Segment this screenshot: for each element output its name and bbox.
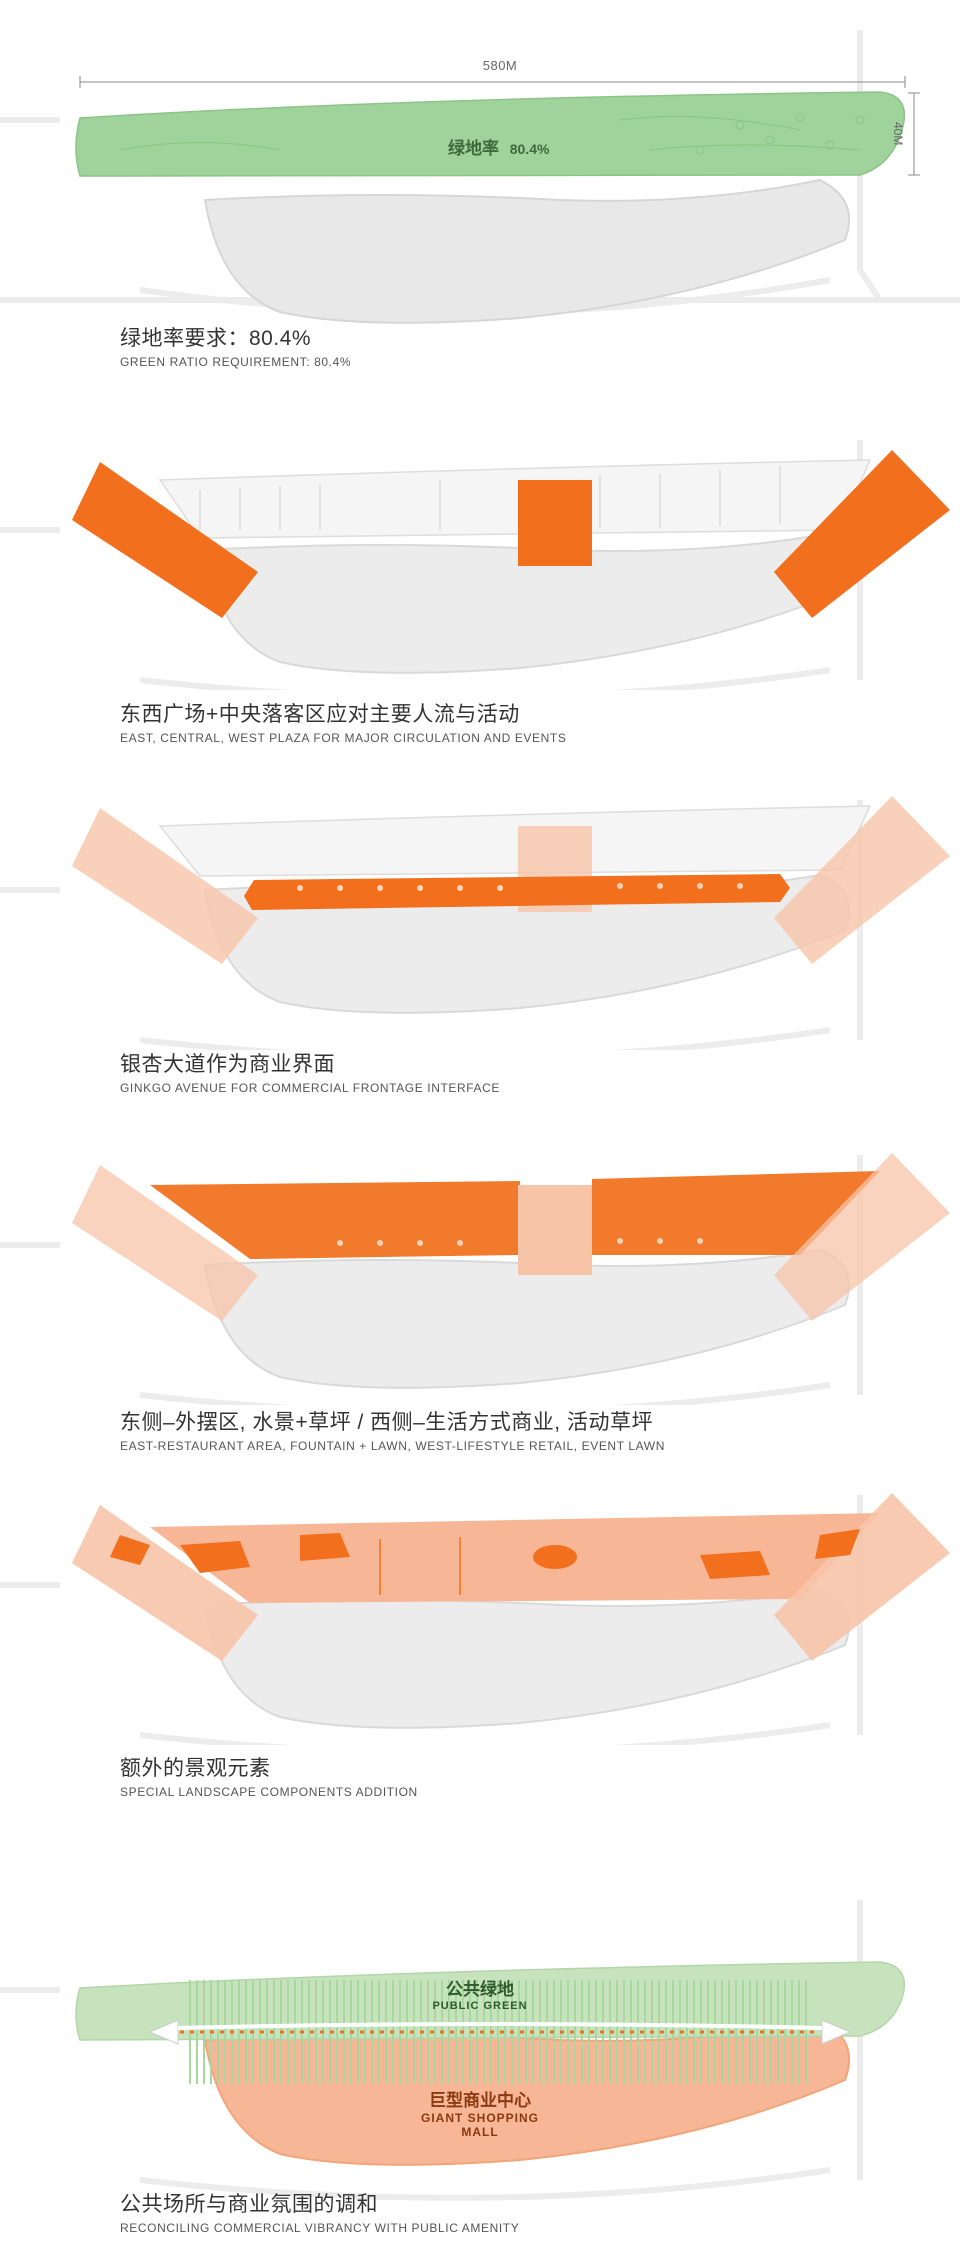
caption-ginkgo: 银杏大道作为商业界面 GINKGO AVENUE FOR COMMERCIAL …: [120, 1052, 500, 1096]
public-green-label-en: PUBLIC GREEN: [432, 2000, 528, 2012]
west-plaza: [72, 462, 258, 618]
caption-reconciling-en: RECONCILING COMMERCIAL VIBRANCY WITH PUB…: [120, 2221, 520, 2235]
component-lines: [379, 1537, 461, 1595]
public-green-label-zh: 公共绿地: [446, 1980, 514, 1999]
dimension-height: [908, 92, 920, 176]
caption-plazas-zh: 东西广场+中央落客区应对主要人流与活动: [120, 703, 520, 726]
green-texture: [119, 113, 865, 155]
green-ratio-label-value: 80.4%: [509, 141, 550, 157]
public-green-label: 公共绿地 PUBLIC GREEN: [430, 1975, 530, 2012]
ginkgo-strip: [158, 459, 872, 539]
tree-dots: [337, 1238, 703, 1246]
mall-label-zh: 巨型商业中心: [429, 2091, 531, 2110]
tree-dots: [297, 883, 743, 891]
site-context: [0, 1900, 863, 2201]
east-plaza-faded: [774, 796, 950, 964]
east-plaza-faded: [774, 1153, 950, 1321]
east-restaurant-zone: [592, 1171, 880, 1255]
mall-label: 巨型商业中心 GIANT SHOPPING MALL: [405, 2086, 555, 2139]
caption-green-ratio: 绿地率要求：80.4% GREEN RATIO REQUIREMENT: 80.…: [120, 326, 351, 370]
dimension-width: [79, 76, 906, 88]
caption-components-zh: 额外的景观元素: [120, 1757, 271, 1780]
central-dropoff: [518, 480, 592, 566]
green-ratio-label: 绿地率 80.4%: [448, 134, 549, 159]
caption-green-ratio-zh: 绿地率要求：80.4%: [120, 327, 312, 350]
mall-footprint: [203, 178, 850, 324]
west-plaza-faded: [72, 808, 258, 964]
caption-components-en: SPECIAL LANDSCAPE COMPONENTS ADDITION: [120, 1785, 418, 1799]
mall-footprint: [203, 1588, 850, 1729]
dimension-width-label: 580M: [482, 58, 518, 73]
green-strip: [75, 91, 906, 177]
axis-arrows: [148, 2019, 852, 2045]
caption-reconciling: 公共场所与商业氛围的调和 RECONCILING COMMERCIAL VIBR…: [120, 2192, 519, 2236]
caption-ginkgo-en: GINKGO AVENUE FOR COMMERCIAL FRONTAGE IN…: [120, 1081, 501, 1095]
caption-reconciling-zh: 公共场所与商业氛围的调和: [120, 2193, 378, 2216]
combined-zone: [150, 1513, 880, 1603]
caption-ginkgo-zh: 银杏大道作为商业界面: [120, 1053, 335, 1076]
caption-zones: 东侧–外摆区, 水景+草坪 / 西侧–生活方式商业, 活动草坪 EAST-RES…: [120, 1410, 665, 1454]
ginkgo-avenue-band: [244, 874, 790, 910]
caption-components: 额外的景观元素 SPECIAL LANDSCAPE COMPONENTS ADD…: [120, 1756, 418, 1800]
strip-texture: [199, 466, 781, 530]
mall-footprint: [203, 1248, 850, 1389]
caption-green-ratio-en: GREEN RATIO REQUIREMENT: 80.4%: [120, 355, 352, 369]
mall-label-en: GIANT SHOPPING MALL: [420, 2111, 539, 2139]
west-plaza-faded: [72, 1165, 258, 1321]
panel-ginkgo-avenue: [0, 796, 950, 1050]
central-dropoff-faded: [518, 1185, 592, 1275]
panel-green-ratio: [0, 30, 960, 324]
panel-special-components: [0, 1493, 950, 1745]
panel-east-west-zones: [0, 1153, 950, 1405]
caption-zones-zh: 东侧–外摆区, 水景+草坪 / 西侧–生活方式商业, 活动草坪: [120, 1411, 653, 1434]
east-plaza: [774, 450, 950, 618]
panel-reconciling: [0, 1900, 906, 2201]
landscape-components: [110, 1529, 860, 1579]
west-lifestyle-zone: [150, 1181, 520, 1259]
caption-plazas-en: EAST, CENTRAL, WEST PLAZA FOR MAJOR CIRC…: [120, 731, 567, 745]
ginkgo-strip: [158, 805, 872, 877]
dimension-height-label: 40M: [891, 122, 905, 146]
green-ratio-label-zh: 绿地率: [448, 139, 499, 158]
caption-zones-en: EAST-RESTAURANT AREA, FOUNTAIN + LAWN, W…: [120, 1439, 665, 1453]
east-plaza-faded: [774, 1493, 950, 1661]
panel-plazas: [0, 440, 950, 690]
caption-plazas: 东西广场+中央落客区应对主要人流与活动 EAST, CENTRAL, WEST …: [120, 702, 566, 746]
